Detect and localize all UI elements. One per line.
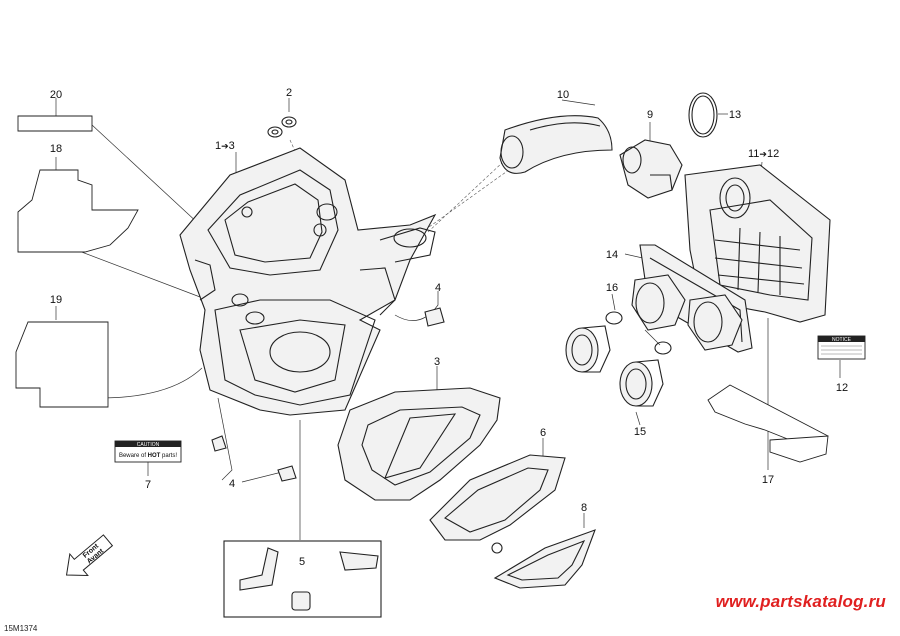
callout-5: 5 [299,556,305,568]
clips-4 [211,307,445,482]
callout-20: 20 [50,89,62,101]
callout-9: 9 [647,109,653,121]
callout-18: 18 [50,143,62,155]
callout-10: 10 [557,89,569,101]
caution-decal-header: CAUTION [137,442,160,448]
couplings-15 [565,325,664,407]
callout-7: 7 [145,479,151,491]
callout-3: 3 [434,356,440,368]
notice-decal-header: NOTICE [832,337,852,343]
intake-hose-10 [499,115,613,174]
callout-12: 12 [836,382,848,394]
o-ring-13 [688,92,718,138]
front-arrow: Front Avant [65,534,114,576]
callout-14: 14 [606,249,618,261]
gasket-8 [493,529,596,589]
callout-1-to-3: 1➔3 [215,140,235,152]
insulation-panel-18 [17,169,139,253]
callout-17: 17 [762,474,774,486]
callout-labels: 20 18 19 2 1➔3 4 3 4 6 8 7 5 10 9 13 11➔… [50,87,848,568]
callout-4-lower: 4 [229,478,235,490]
clip-set-5 [223,540,382,618]
plate-17 [707,384,829,463]
figure-code: 15M1374 [4,624,38,633]
adapter-9 [619,139,683,199]
insulation-panel-19 [15,321,109,408]
callout-13: 13 [729,109,741,121]
callout-6: 6 [540,427,546,439]
callout-11-to-12: 11➔12 [748,148,779,160]
callout-16: 16 [606,282,618,294]
adapter-16 [605,274,743,355]
callout-4-upper: 4 [435,282,441,294]
insulation-panel-20 [17,115,93,132]
callout-2: 2 [286,87,292,99]
air-box-11 [684,164,831,323]
callout-15: 15 [634,426,646,438]
callout-8: 8 [581,502,587,514]
caution-decal-text: Beware of HOT parts! [119,453,177,459]
grommets-2 [267,116,297,138]
notice-decal: NOTICE [817,335,866,360]
callout-19: 19 [50,294,62,306]
watermark: www.partskatalog.ru [715,592,886,611]
air-filter-frame-3 [337,387,501,501]
air-filter-element-6 [429,454,566,554]
caution-decal: CAUTION Beware of HOT parts! [114,440,182,463]
air-intake-housing [179,147,437,416]
